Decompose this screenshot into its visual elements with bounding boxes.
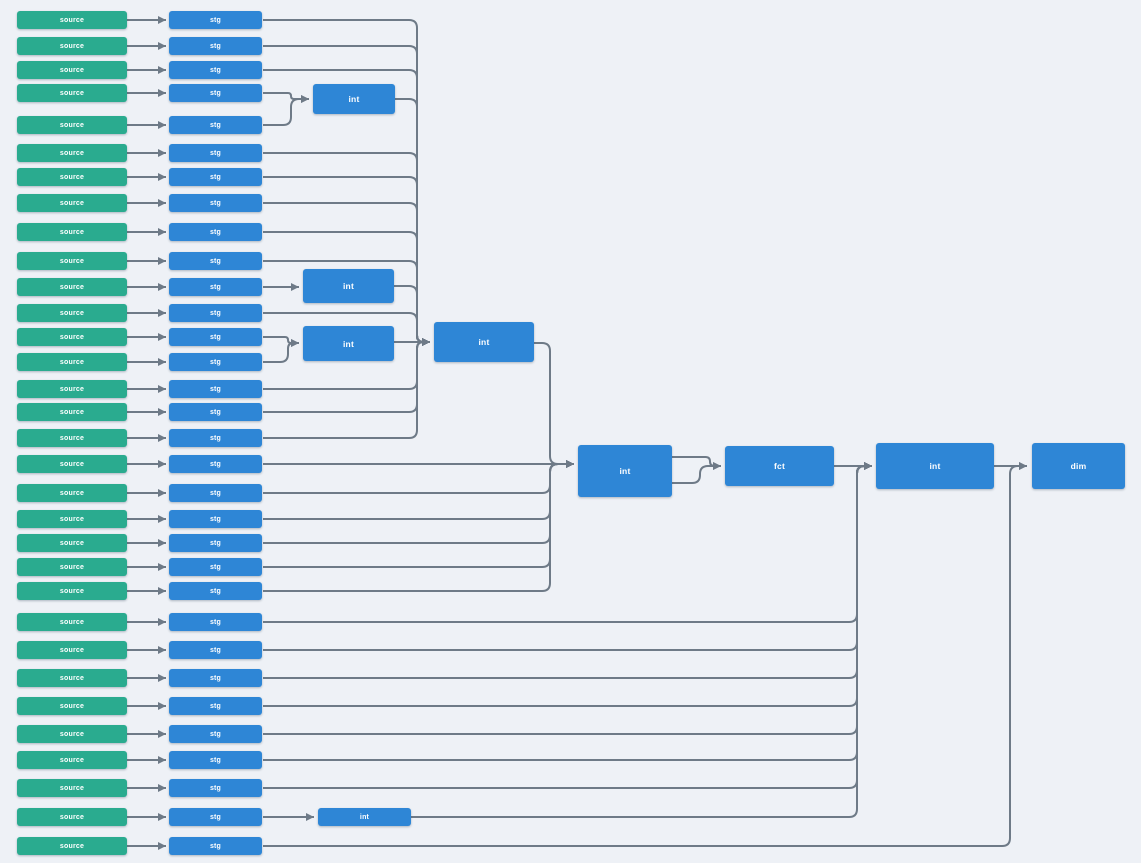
edge: [263, 460, 574, 494]
node-stg[interactable]: stg: [169, 484, 262, 502]
node-source[interactable]: source: [17, 808, 127, 826]
node-stg[interactable]: stg: [169, 380, 262, 398]
node-source[interactable]: source: [17, 84, 127, 102]
edge: [534, 342, 574, 468]
node-source[interactable]: source: [17, 669, 127, 687]
node-source[interactable]: source: [17, 510, 127, 528]
node-source[interactable]: source: [17, 304, 127, 322]
node-source[interactable]: source: [17, 837, 127, 855]
edge: [263, 460, 574, 544]
node-stg[interactable]: stg: [169, 669, 262, 687]
edge: [263, 95, 309, 126]
node-stg[interactable]: stg: [169, 304, 262, 322]
edge: [672, 462, 721, 484]
node-source[interactable]: source: [17, 353, 127, 371]
node-stg[interactable]: stg: [169, 725, 262, 743]
node-stg[interactable]: stg: [169, 116, 262, 134]
node-source[interactable]: source: [17, 11, 127, 29]
node-int[interactable]: int: [313, 84, 395, 114]
node-source[interactable]: source: [17, 252, 127, 270]
node-source[interactable]: source: [17, 194, 127, 212]
node-source[interactable]: source: [17, 455, 127, 473]
node-stg[interactable]: stg: [169, 837, 262, 855]
edge: [263, 462, 872, 679]
edge: [672, 456, 721, 470]
edge: [263, 460, 574, 592]
node-source[interactable]: source: [17, 613, 127, 631]
node-stg[interactable]: stg: [169, 510, 262, 528]
node-stg[interactable]: stg: [169, 613, 262, 631]
node-stg[interactable]: stg: [169, 779, 262, 797]
edge: [263, 462, 872, 735]
node-stg[interactable]: stg: [169, 751, 262, 769]
node-stg[interactable]: stg: [169, 223, 262, 241]
node-stg[interactable]: stg: [169, 353, 262, 371]
node-source[interactable]: source: [17, 641, 127, 659]
edge: [395, 98, 430, 346]
node-stg[interactable]: stg: [169, 194, 262, 212]
edge: [263, 462, 872, 761]
node-source[interactable]: source: [17, 725, 127, 743]
node-source[interactable]: source: [17, 61, 127, 79]
node-int[interactable]: int: [578, 445, 672, 497]
edge: [263, 462, 872, 707]
node-source[interactable]: source: [17, 223, 127, 241]
node-source[interactable]: source: [17, 380, 127, 398]
node-stg[interactable]: stg: [169, 403, 262, 421]
node-stg[interactable]: stg: [169, 37, 262, 55]
node-stg[interactable]: stg: [169, 11, 262, 29]
node-source[interactable]: source: [17, 37, 127, 55]
node-dim[interactable]: dim: [1032, 443, 1125, 489]
node-source[interactable]: source: [17, 278, 127, 296]
node-source[interactable]: source: [17, 582, 127, 600]
node-stg[interactable]: stg: [169, 168, 262, 186]
node-stg[interactable]: stg: [169, 61, 262, 79]
node-int[interactable]: int: [303, 269, 394, 303]
node-int[interactable]: int: [318, 808, 411, 826]
node-stg[interactable]: stg: [169, 144, 262, 162]
node-source[interactable]: source: [17, 558, 127, 576]
node-fct[interactable]: fct: [725, 446, 834, 486]
node-int[interactable]: int: [303, 326, 394, 361]
edge: [263, 462, 872, 789]
edge: [263, 176, 430, 346]
node-stg[interactable]: stg: [169, 582, 262, 600]
node-source[interactable]: source: [17, 116, 127, 134]
node-source[interactable]: source: [17, 534, 127, 552]
node-stg[interactable]: stg: [169, 429, 262, 447]
edge: [263, 460, 574, 568]
node-stg[interactable]: stg: [169, 252, 262, 270]
node-source[interactable]: source: [17, 751, 127, 769]
node-stg[interactable]: stg: [169, 641, 262, 659]
node-stg[interactable]: stg: [169, 558, 262, 576]
edge: [263, 339, 299, 363]
node-int[interactable]: int: [434, 322, 534, 362]
node-source[interactable]: source: [17, 168, 127, 186]
node-stg[interactable]: stg: [169, 84, 262, 102]
node-source[interactable]: source: [17, 484, 127, 502]
node-int[interactable]: int: [876, 443, 994, 489]
node-source[interactable]: source: [17, 328, 127, 346]
node-source[interactable]: source: [17, 779, 127, 797]
edge: [263, 92, 309, 103]
edge: [411, 462, 872, 818]
node-source[interactable]: source: [17, 144, 127, 162]
edge: [263, 460, 574, 520]
node-source[interactable]: source: [17, 429, 127, 447]
node-stg[interactable]: stg: [169, 278, 262, 296]
node-source[interactable]: source: [17, 403, 127, 421]
node-stg[interactable]: stg: [169, 455, 262, 473]
node-stg[interactable]: stg: [169, 534, 262, 552]
node-stg[interactable]: stg: [169, 328, 262, 346]
node-source[interactable]: source: [17, 697, 127, 715]
node-stg[interactable]: stg: [169, 697, 262, 715]
node-stg[interactable]: stg: [169, 808, 262, 826]
